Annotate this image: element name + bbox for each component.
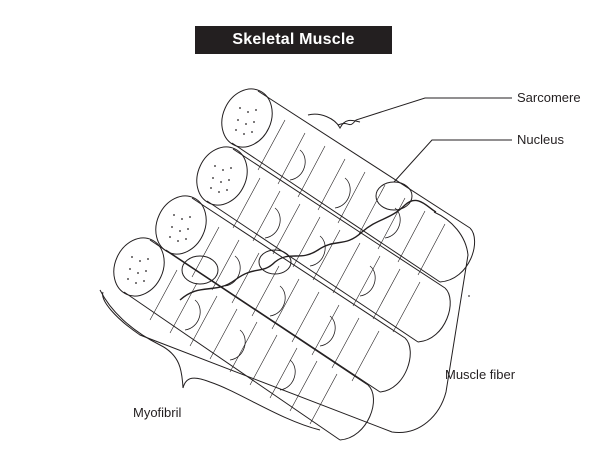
striation-lines	[149, 119, 446, 425]
myofibril-cylinder-1	[221, 88, 475, 283]
nucleus-1	[375, 181, 413, 211]
cross-section-dots	[127, 107, 257, 284]
z-lines	[184, 149, 401, 391]
sarcomere-bracket	[307, 113, 361, 130]
nucleus-leader-line	[393, 139, 512, 183]
myofibril-cylinder-2	[196, 146, 451, 343]
sarcolemma-wave	[179, 199, 437, 301]
myofibril-bracket	[99, 289, 321, 431]
myofibril-cylinder-4	[113, 237, 374, 441]
diagram-title: Skeletal Muscle	[195, 26, 392, 54]
muscle-fiber-label: Muscle fiber	[445, 367, 516, 382]
nucleus-3	[258, 249, 292, 275]
nucleus-label: Nucleus	[517, 132, 564, 147]
sarcomere-label: Sarcomere	[517, 90, 581, 105]
sarcomere-leader-line	[337, 97, 512, 126]
myofibril-label: Myofibril	[133, 405, 182, 420]
nucleus-2	[181, 255, 219, 285]
myofibril-cylinder-3	[155, 195, 411, 393]
muscle-fiber-outline	[102, 211, 469, 433]
